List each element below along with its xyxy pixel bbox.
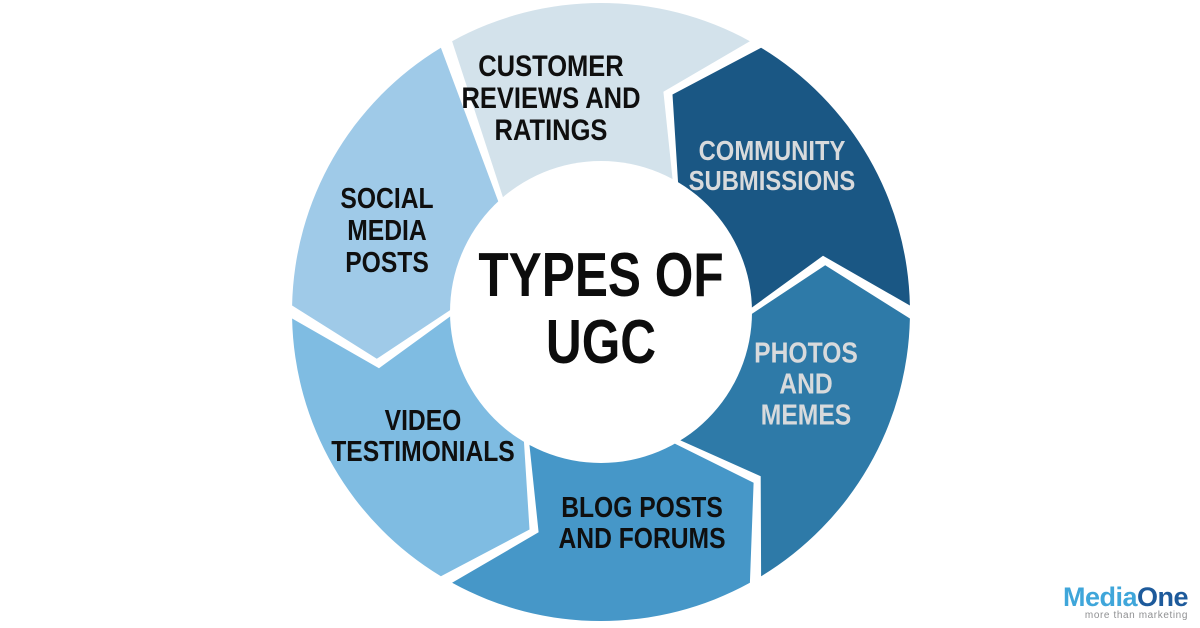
- label-line: AND FORUMS: [558, 523, 726, 555]
- label-line: AND: [779, 368, 833, 401]
- segment-label-photos-and-memes: PHOTOS AND MEMES: [754, 337, 858, 432]
- label-line: MEMES: [760, 399, 852, 432]
- logo-tagline: more than marketing: [1084, 610, 1188, 621]
- label-line: BLOG POSTS: [561, 492, 723, 524]
- segment-label-social-media-posts: SOCIAL MEDIA POSTS: [340, 183, 433, 279]
- segment-label-video-testimonials: VIDEO TESTIMONIALS: [331, 406, 515, 468]
- segment-shape-photos-and-memes: [678, 265, 910, 577]
- segment-label-customer-reviews-and-ratings: CUSTOMER REVIEWS AND RATINGS: [462, 51, 641, 147]
- center-circle: [450, 161, 752, 463]
- logo-one-text: One: [1136, 582, 1189, 612]
- label-line: CUSTOMER: [478, 50, 624, 83]
- label-line: SOCIAL: [340, 183, 434, 215]
- label-line: REVIEWS AND: [461, 82, 641, 115]
- logo-media-text: Media: [1062, 582, 1138, 612]
- diagram-title: TYPES OF UGC: [478, 242, 723, 376]
- label-line: VIDEO: [384, 405, 462, 437]
- label-line: MEDIA: [347, 215, 427, 247]
- title-line: TYPES OF: [478, 241, 724, 310]
- segment-shape-customer-reviews-and-ratings: [452, 2, 750, 200]
- segment-shape-social-media-posts: [292, 47, 499, 359]
- mediaone-logo: MediaOne more than marketing: [1062, 582, 1189, 622]
- segment-label-blog-posts-and-forums: BLOG POSTS AND FORUMS: [558, 493, 725, 555]
- label-line: SUBMISSIONS: [688, 165, 856, 196]
- label-line: PHOTOS: [754, 337, 858, 370]
- logo-wordmark: MediaOne: [1062, 582, 1189, 612]
- segment-shape-blog-posts-and-forums: [452, 442, 754, 622]
- segment-shape-community-submissions: [672, 47, 910, 309]
- label-line: RATINGS: [494, 114, 608, 147]
- label-line: TESTIMONIALS: [331, 436, 515, 468]
- label-line: COMMUNITY: [698, 135, 846, 166]
- segment-shape-video-testimonials: [292, 315, 530, 577]
- label-line: POSTS: [345, 247, 429, 279]
- title-line: UGC: [545, 308, 657, 377]
- segment-label-community-submissions: COMMUNITY SUBMISSIONS: [689, 136, 856, 196]
